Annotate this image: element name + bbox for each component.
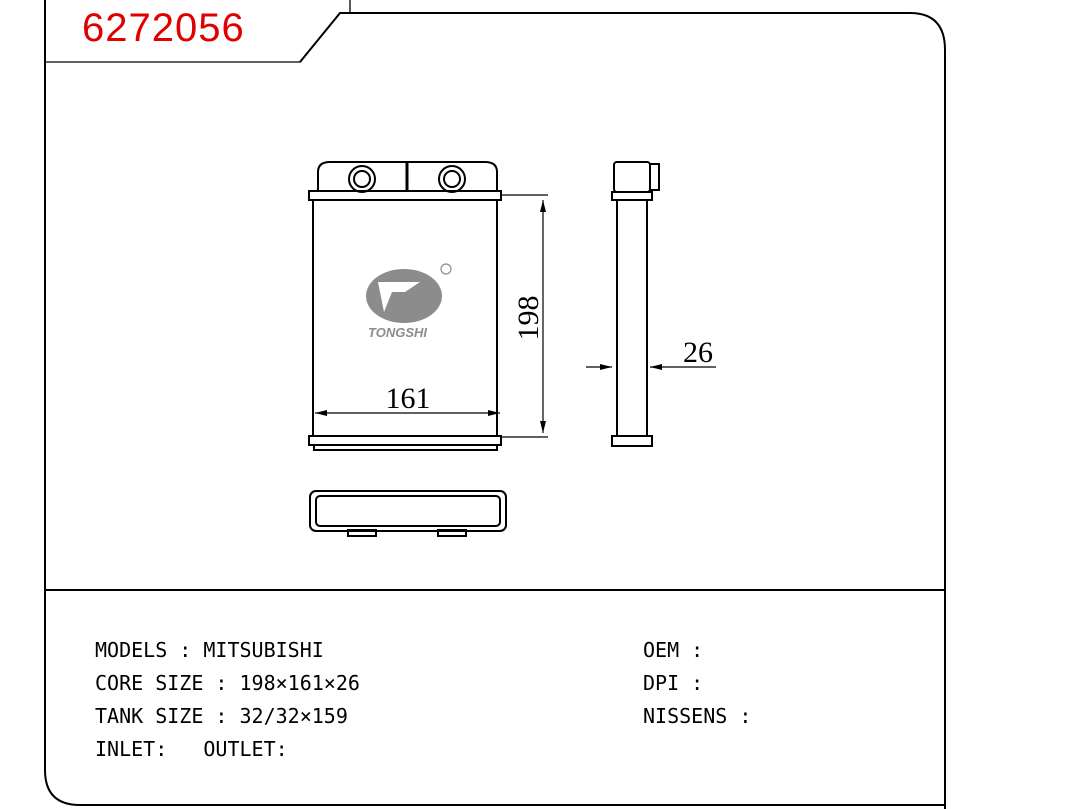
spec-label: NISSENS bbox=[643, 704, 728, 728]
logo: TONGSHI bbox=[366, 263, 452, 340]
spec-models: MODELS : MITSUBISHI bbox=[95, 638, 324, 662]
side-view bbox=[611, 161, 660, 447]
spec-label: CORE SIZE bbox=[95, 671, 204, 695]
spec-tank-size: TANK SIZE : 32/32×159 bbox=[95, 704, 348, 728]
spec-value: 198×161×26 bbox=[239, 671, 360, 695]
inlet-label: INLET: bbox=[95, 737, 168, 761]
spec-oem: OEM : bbox=[643, 638, 716, 662]
part-number: 6272056 bbox=[82, 6, 245, 50]
spec-label: OEM bbox=[643, 638, 680, 662]
sheet-frame bbox=[44, 0, 946, 809]
spec-label: MODELS bbox=[95, 638, 168, 662]
title-box bbox=[45, 0, 351, 63]
spec-label: DPI bbox=[643, 671, 680, 695]
spec-value: 32/32×159 bbox=[239, 704, 348, 728]
logo-text: TONGSHI bbox=[368, 325, 427, 340]
spec-nissens: NISSENS : bbox=[643, 704, 764, 728]
width-dimension: 161 bbox=[386, 382, 431, 415]
outlet-label: OUTLET: bbox=[203, 737, 288, 761]
spec-dpi: DPI : bbox=[643, 671, 716, 695]
height-dimension: 198 bbox=[512, 296, 545, 341]
bottom-view bbox=[309, 490, 507, 537]
spec-core-size: CORE SIZE : 198×161×26 bbox=[95, 671, 360, 695]
spec-label: TANK SIZE bbox=[95, 704, 204, 728]
thickness-dimension: 26 bbox=[683, 336, 713, 369]
spec-value: MITSUBISHI bbox=[203, 638, 324, 662]
spec-inlet-outlet: INLET: OUTLET: bbox=[95, 737, 288, 761]
